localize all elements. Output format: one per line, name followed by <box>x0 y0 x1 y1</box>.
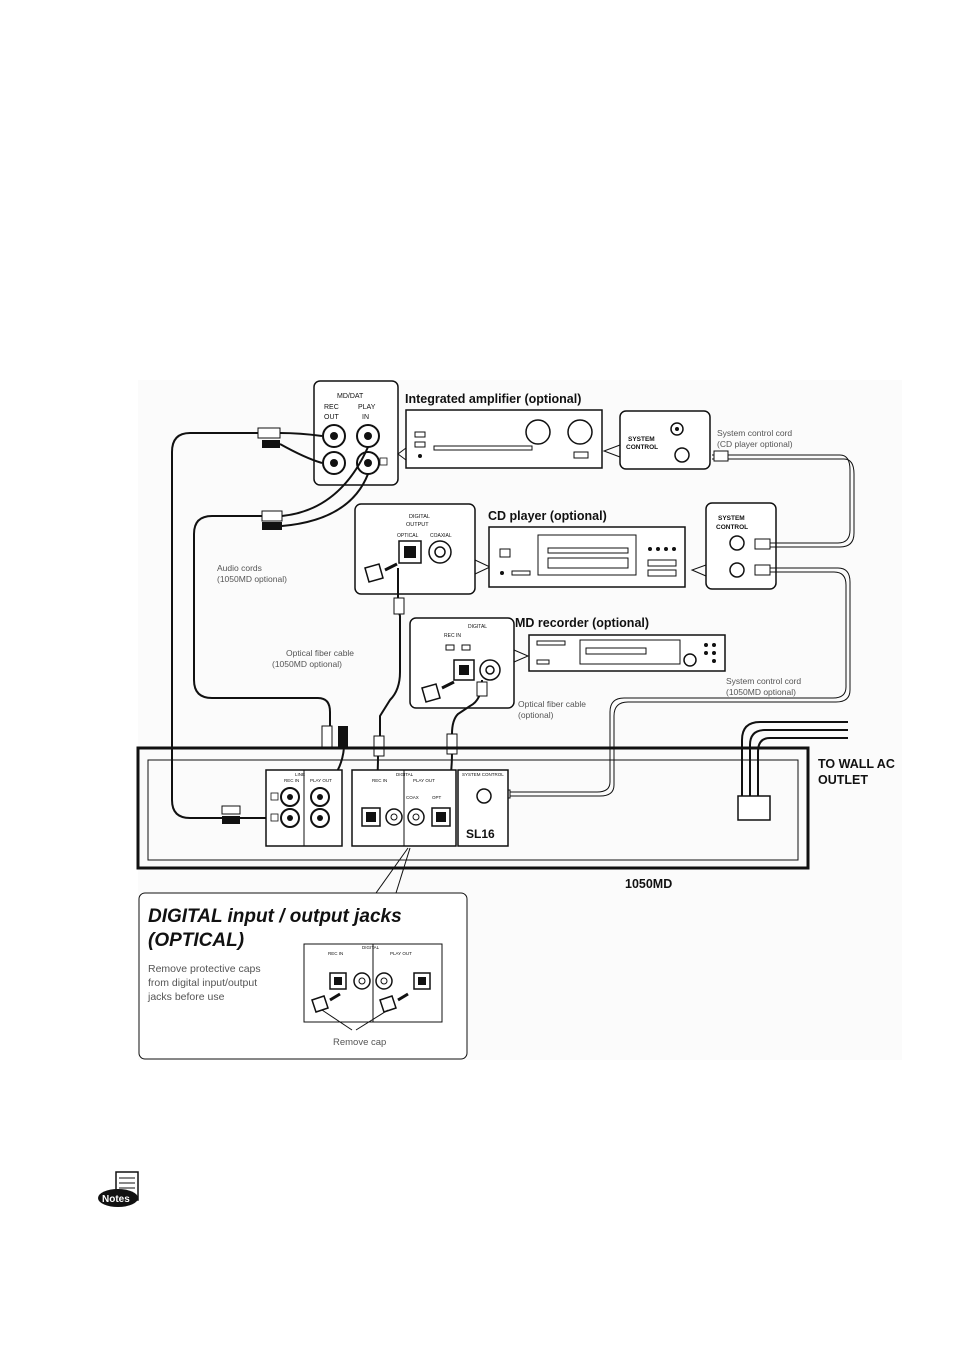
inset-desc-3: jacks before use <box>147 991 225 1003</box>
inset-title-1: DIGITAL input / output jacks <box>148 906 402 927</box>
md-dat-play-label: PLAY <box>358 404 376 411</box>
system-cord-top-label-2: (CD player optional) <box>717 439 793 449</box>
svg-text:PLAY OUT: PLAY OUT <box>390 951 412 956</box>
cd-digital-output-panel: DIGITAL OUTPUT OPTICAL COAXIAL <box>354 503 492 595</box>
amplifier-system-control-panel: SYSTEM CONTROL <box>602 410 711 470</box>
inset-desc-1: Remove protective caps <box>148 963 261 975</box>
main-unit-rear-panel: LINE REC IN PLAY OUT DIGITAL REC IN PLAY… <box>265 769 509 847</box>
md-dat-title: MD/DAT <box>337 393 364 400</box>
svg-text:OPTICAL: OPTICAL <box>397 533 419 539</box>
svg-text:COAXIAL: COAXIAL <box>430 533 452 539</box>
amplifier-unit <box>397 409 603 469</box>
main-unit-label: 1050MD <box>625 877 672 891</box>
md-recorder-label: MD recorder (optional) <box>515 616 649 630</box>
cd-player-label: CD player (optional) <box>488 509 607 523</box>
digital-jacks-inset: DIGITAL input / output jacks (OPTICAL) R… <box>138 847 468 1060</box>
wall-outlet-label-1: TO WALL AC <box>818 757 895 771</box>
optical-cable-label-2a: Optical fiber cable <box>518 699 586 709</box>
svg-text:DIGITAL: DIGITAL <box>396 772 414 777</box>
main-unit-1050md <box>136 746 810 870</box>
svg-text:SL16: SL16 <box>466 827 495 841</box>
svg-text:DIGITAL: DIGITAL <box>468 624 487 630</box>
svg-text:OPT: OPT <box>432 795 442 800</box>
svg-text:CONTROL: CONTROL <box>626 444 658 451</box>
svg-text:Notes: Notes <box>102 1194 130 1205</box>
optical-cable-label-2b: (optional) <box>518 710 554 720</box>
svg-text:SYSTEM CONTROL: SYSTEM CONTROL <box>462 772 504 777</box>
svg-text:CONTROL: CONTROL <box>716 524 748 531</box>
svg-text:SYSTEM: SYSTEM <box>718 515 745 522</box>
svg-text:REC IN: REC IN <box>284 778 299 783</box>
svg-text:PLAY OUT: PLAY OUT <box>310 778 332 783</box>
svg-text:PLAY OUT: PLAY OUT <box>413 778 435 783</box>
notes-icon: Notes <box>98 1171 139 1207</box>
svg-text:OUTPUT: OUTPUT <box>406 522 429 528</box>
svg-text:LINE: LINE <box>295 772 305 777</box>
md-dat-panel: MD/DAT REC OUT PLAY IN <box>313 380 399 486</box>
svg-text:SYSTEM: SYSTEM <box>628 436 655 443</box>
cd-player-unit <box>488 526 686 588</box>
system-cord-bottom-label-2: (1050MD optional) <box>726 687 796 697</box>
system-cord-top-label-1: System control cord <box>717 428 792 438</box>
wall-outlet-label-2: OUTLET <box>818 773 868 787</box>
md-recorder-digital-panel: DIGITAL REC IN <box>409 617 530 709</box>
svg-text:COAX: COAX <box>406 795 419 800</box>
svg-text:REC IN: REC IN <box>444 633 461 639</box>
md-recorder-unit <box>528 634 726 672</box>
svg-text:DIGITAL: DIGITAL <box>362 945 380 950</box>
cables <box>171 432 855 819</box>
audio-cords-label-2: (1050MD optional) <box>217 574 287 584</box>
svg-text:REC IN: REC IN <box>328 951 343 956</box>
svg-text:DIGITAL: DIGITAL <box>409 514 430 520</box>
optical-cable-label-1a: Optical fiber cable <box>286 648 354 658</box>
inset-desc-2: from digital input/output <box>148 977 257 989</box>
plugs <box>221 427 771 824</box>
inset-caption: Remove cap <box>333 1037 386 1048</box>
inset-title-2: (OPTICAL) <box>148 930 244 951</box>
optical-cable-label-1b: (1050MD optional) <box>272 659 342 669</box>
md-dat-rec-label: REC <box>324 404 339 411</box>
md-dat-in-label: IN <box>362 414 369 421</box>
audio-cords-label-1: Audio cords <box>217 563 262 573</box>
system-cord-bottom-label-1: System control cord <box>726 676 801 686</box>
amplifier-label: Integrated amplifier (optional) <box>405 392 581 406</box>
svg-text:REC IN: REC IN <box>372 778 387 783</box>
md-dat-out-label: OUT <box>324 414 340 421</box>
